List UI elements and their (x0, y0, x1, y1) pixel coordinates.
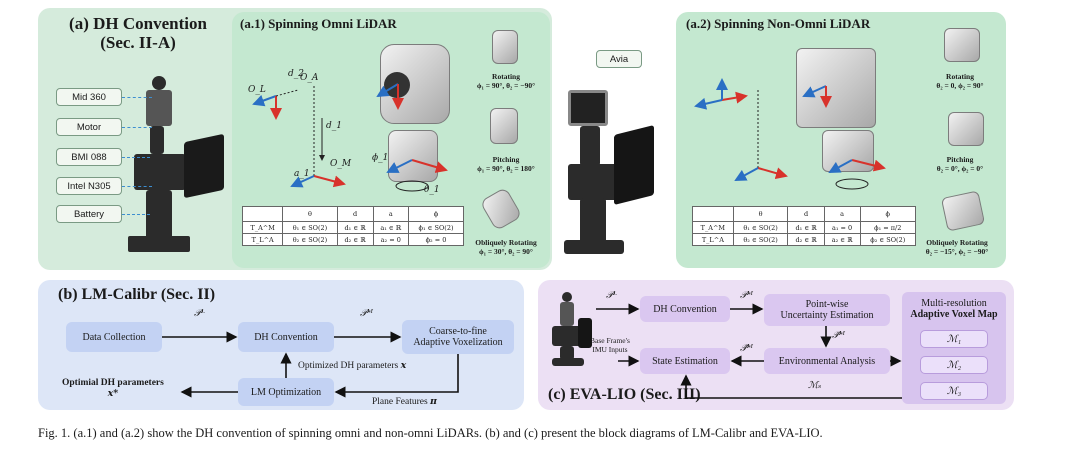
hw-label-battery: Battery (56, 205, 122, 223)
pose-pitching-render (490, 108, 518, 144)
label-optimal-dh: Optimial DH parameters x* (62, 378, 164, 399)
label-d1: d_1 (326, 121, 342, 131)
table-cell: T_L^A (241, 233, 284, 246)
figure-caption: Fig. 1. (a.1) and (a.2) show the DH conv… (38, 426, 823, 440)
non-omni-frame-schematic (694, 78, 788, 181)
table-row: T_A^M θ₁ ∈ SO(2) d₁ ∈ ℝ a₁ ∈ ℝ ϕ₁ ∈ SO(2… (241, 221, 464, 234)
table-header-row: θ d a ϕ (241, 206, 464, 222)
leader-line (122, 127, 152, 128)
label-symbol: x* (107, 388, 119, 399)
pose-pitching-render (948, 112, 984, 146)
label-text: IMU Inputs (592, 345, 628, 354)
robot-photo-eva (548, 290, 592, 368)
label-d2: d_2 (288, 69, 304, 79)
table-cell: d₂ ∈ ℝ (787, 233, 825, 246)
hw-label-avia: Avia (596, 50, 642, 68)
box-uncertainty-estimation: Point-wise Uncertainty Estimation (764, 294, 890, 326)
box-line: Coarse-to-fine (429, 326, 487, 337)
label-oa: O_A (300, 73, 319, 83)
table-cell: a₂ = 0 (372, 233, 410, 246)
dh-table-non-omni: θ d a ϕ T_A^M θ₁ ∈ SO(2) d₁ ∈ ℝ a₁ = 0 ϕ… (692, 206, 917, 246)
leader-line (122, 157, 150, 158)
box-line: Point-wise (805, 299, 849, 310)
box-line: Multi-resolution (921, 298, 987, 309)
voxel-map-level-2: ℳ₂ (920, 356, 988, 374)
label-p-m: 𝒫ᴹ (360, 308, 373, 319)
leader-line (122, 214, 150, 215)
label-ol: O_L (248, 85, 266, 95)
panel-c-title: (c) EVA-LIO (Sec. III) (548, 386, 701, 403)
label-plane-features: Plane Features π (372, 396, 437, 407)
panel-a-title: (a) DH Convention (Sec. II-A) (69, 14, 207, 52)
leader-line (122, 97, 152, 98)
pose-rotating-render (492, 30, 518, 64)
box-adaptive-voxelization: Coarse-to-fine Adaptive Voxelization (402, 320, 514, 354)
box-data-collection: Data Collection (66, 322, 162, 352)
label-optimized-dh: Optimized DH parameters x (298, 360, 406, 371)
label-p-l: 𝒫ᴸ (194, 308, 205, 319)
table-row: T_L^A θ₂ ∈ SO(2) d₂ ∈ ℝ a₂ = 0 ϕ₂ = 0 (241, 233, 464, 246)
voxel-map-level-3: ℳ₃ (920, 382, 988, 400)
hw-label-bmi088: BMI 088 (56, 148, 122, 166)
robot-photo-avia (560, 80, 670, 260)
table-header-row: θ d a ϕ (692, 206, 917, 222)
table-cell: d (336, 206, 374, 222)
label-text: Optimial DH parameters (62, 378, 164, 388)
dh-table-omni: θ d a ϕ T_A^M θ₁ ∈ SO(2) d₁ ∈ ℝ a₁ ∈ ℝ ϕ… (241, 206, 464, 246)
label-p-m: 𝒫ᴹ (740, 290, 753, 301)
box-lm-optimization: LM Optimization (238, 378, 334, 406)
label-p-m-bar: 𝒫̄ᴹ (832, 330, 845, 341)
panel-b-title: (b) LM-Calibr (Sec. II) (58, 286, 216, 303)
label-om: O_M (330, 159, 352, 169)
label-p-l: 𝒫ᴸ (606, 290, 617, 301)
label-text: Plane Features (372, 397, 428, 407)
table-cell: θ₂ ∈ SO(2) (282, 233, 338, 246)
omni-lidar-render (380, 44, 450, 124)
panel-a1-title: (a.1) Spinning Omni LiDAR (240, 16, 397, 31)
hw-label-intel-n305: Intel N305 (56, 177, 122, 195)
hw-label-motor: Motor (56, 118, 122, 136)
robot-photo-omni (120, 70, 230, 260)
label-m-s: ℳₛ (808, 380, 822, 391)
label-theta1: θ_1 (424, 185, 440, 195)
label-symbol: π (430, 396, 438, 407)
table-cell: d₂ ∈ ℝ (336, 233, 374, 246)
box-line: Adaptive Voxelization (413, 337, 503, 348)
label-text: Optimized DH parameters (298, 361, 399, 371)
box-state-estimation: State Estimation (640, 348, 730, 374)
box-dh-convention: DH Convention (238, 322, 334, 352)
omni-frame-schematic (252, 86, 346, 188)
box-line: Adaptive Voxel Map (910, 309, 998, 320)
table-row: T_A^M θ₁ ∈ SO(2) d₁ ∈ ℝ a₁ = 0 ϕ₁ = π/2 (692, 221, 917, 234)
box-environmental-analysis: Environmental Analysis (764, 348, 890, 374)
box-line: Uncertainty Estimation (780, 310, 874, 321)
motor-render (388, 130, 438, 182)
label-text: Base Frame's (590, 336, 630, 345)
label-symbol: x (400, 360, 407, 371)
hw-label-mid360: Mid 360 (56, 88, 122, 106)
leader-line (122, 186, 152, 187)
label-imu-inputs: Base Frame's IMU Inputs (590, 336, 630, 354)
table-row: T_L^A θ₂ ∈ SO(2) d₂ ∈ ℝ a₂ ∈ ℝ ϕ₂ ∈ SO(2… (692, 233, 917, 246)
panel-a2-title: (a.2) Spinning Non-Omni LiDAR (686, 16, 871, 31)
table-cell: ϕ₂ ∈ SO(2) (859, 233, 917, 246)
label-a1: a_1 (294, 169, 310, 179)
box-dh-convention: DH Convention (640, 296, 730, 322)
label-p-m-hat: 𝒫̂ᴹ (740, 343, 753, 354)
pose-rotating-render (944, 28, 980, 62)
table-cell: ϕ₂ = 0 (408, 233, 464, 246)
voxel-map-level-1: ℳ₁ (920, 330, 988, 348)
label-phi1: ϕ_1 (372, 153, 388, 163)
